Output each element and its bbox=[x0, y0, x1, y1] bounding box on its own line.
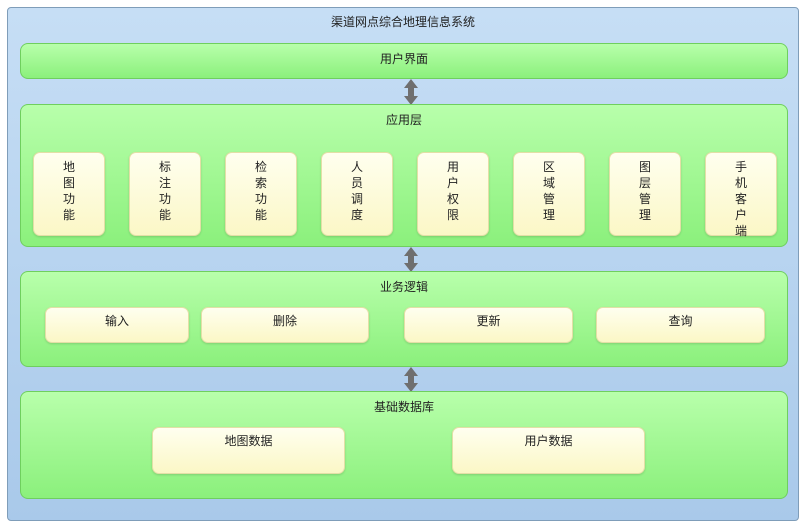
module-box-region: 区域管理 bbox=[513, 152, 585, 236]
module-label-char: 手 bbox=[734, 160, 747, 174]
module-label-char: 索 bbox=[254, 176, 267, 190]
module-label-char: 员 bbox=[350, 176, 363, 190]
module-box-dispatch: 人员调度 bbox=[321, 152, 393, 236]
module-label-char: 能 bbox=[254, 208, 267, 222]
layer-title-db: 基础数据库 bbox=[373, 400, 434, 414]
module-label-char: 机 bbox=[734, 176, 747, 190]
module-label-char: 理 bbox=[638, 208, 651, 222]
store-label: 地图数据 bbox=[224, 434, 273, 448]
module-label-char: 注 bbox=[158, 176, 171, 190]
op-label: 更新 bbox=[476, 314, 501, 328]
module-label-char: 调 bbox=[350, 192, 363, 206]
op-box-input: 输入 bbox=[45, 307, 189, 343]
module-label-char: 人 bbox=[350, 160, 363, 174]
module-label-char: 能 bbox=[158, 208, 171, 222]
module-label-char: 功 bbox=[158, 192, 171, 206]
layer-business-logic: 业务逻辑 输入 删除 更新 查询 bbox=[20, 271, 788, 367]
module-box-layer: 图层管理 bbox=[609, 152, 681, 236]
module-label-char: 区 bbox=[542, 160, 555, 174]
store-box-map-data: 地图数据 bbox=[152, 427, 345, 474]
layer-application: 应用层 地图功能标注功能检索功能人员调度用户权限区域管理图层管理手机客户端 bbox=[20, 104, 788, 247]
module-label-char: 管 bbox=[638, 192, 651, 206]
module-label-char: 限 bbox=[446, 208, 459, 222]
module-label-char: 层 bbox=[638, 176, 651, 190]
module-label-char: 户 bbox=[446, 176, 459, 190]
module-label-char: 管 bbox=[542, 192, 555, 206]
op-box-update: 更新 bbox=[404, 307, 573, 343]
layer-user-interface: 用户界面 bbox=[20, 43, 788, 79]
double-arrow-icon bbox=[404, 79, 418, 105]
module-label-char: 户 bbox=[734, 208, 747, 222]
module-box-annotation: 标注功能 bbox=[129, 152, 201, 236]
module-label-char: 理 bbox=[542, 208, 555, 222]
double-arrow-icon bbox=[404, 367, 418, 392]
op-label: 输入 bbox=[104, 314, 129, 328]
module-label-char: 功 bbox=[62, 192, 75, 206]
module-box-mobile: 手机客户端 bbox=[705, 152, 777, 238]
store-label: 用户数据 bbox=[524, 434, 573, 448]
system-title: 渠道网点综合地理信息系统 bbox=[330, 15, 475, 29]
op-label: 删除 bbox=[272, 314, 297, 328]
module-label-char: 地 bbox=[62, 160, 75, 174]
module-box-search: 检索功能 bbox=[225, 152, 297, 236]
layer-title-ui: 用户界面 bbox=[379, 52, 428, 66]
store-box-user-data: 用户数据 bbox=[452, 427, 645, 474]
op-label: 查询 bbox=[668, 314, 693, 328]
module-label-char: 图 bbox=[638, 160, 651, 174]
module-label-char: 域 bbox=[542, 176, 555, 190]
module-label-char: 检 bbox=[254, 160, 267, 174]
module-label-char: 图 bbox=[62, 176, 75, 190]
layer-title-logic: 业务逻辑 bbox=[379, 280, 428, 294]
double-arrow-icon bbox=[404, 247, 418, 272]
module-label-char: 用 bbox=[446, 160, 459, 174]
module-label-char: 标 bbox=[158, 160, 171, 174]
system-container: 渠道网点综合地理信息系统 用户界面 应用层 地图功能标注功能检索功能人员调度用户… bbox=[7, 7, 799, 521]
op-box-query: 查询 bbox=[596, 307, 765, 343]
op-box-delete: 删除 bbox=[201, 307, 369, 343]
module-label-char: 权 bbox=[446, 192, 459, 206]
module-label-char: 能 bbox=[62, 208, 75, 222]
layer-title-app: 应用层 bbox=[385, 113, 422, 127]
module-box-map: 地图功能 bbox=[33, 152, 105, 236]
layer-base-database: 基础数据库 地图数据 用户数据 bbox=[20, 391, 788, 499]
module-label-char: 端 bbox=[734, 224, 747, 238]
module-label-char: 功 bbox=[254, 192, 267, 206]
module-label-char: 度 bbox=[350, 208, 363, 222]
module-label-char: 客 bbox=[734, 192, 747, 206]
module-box-permission: 用户权限 bbox=[417, 152, 489, 236]
